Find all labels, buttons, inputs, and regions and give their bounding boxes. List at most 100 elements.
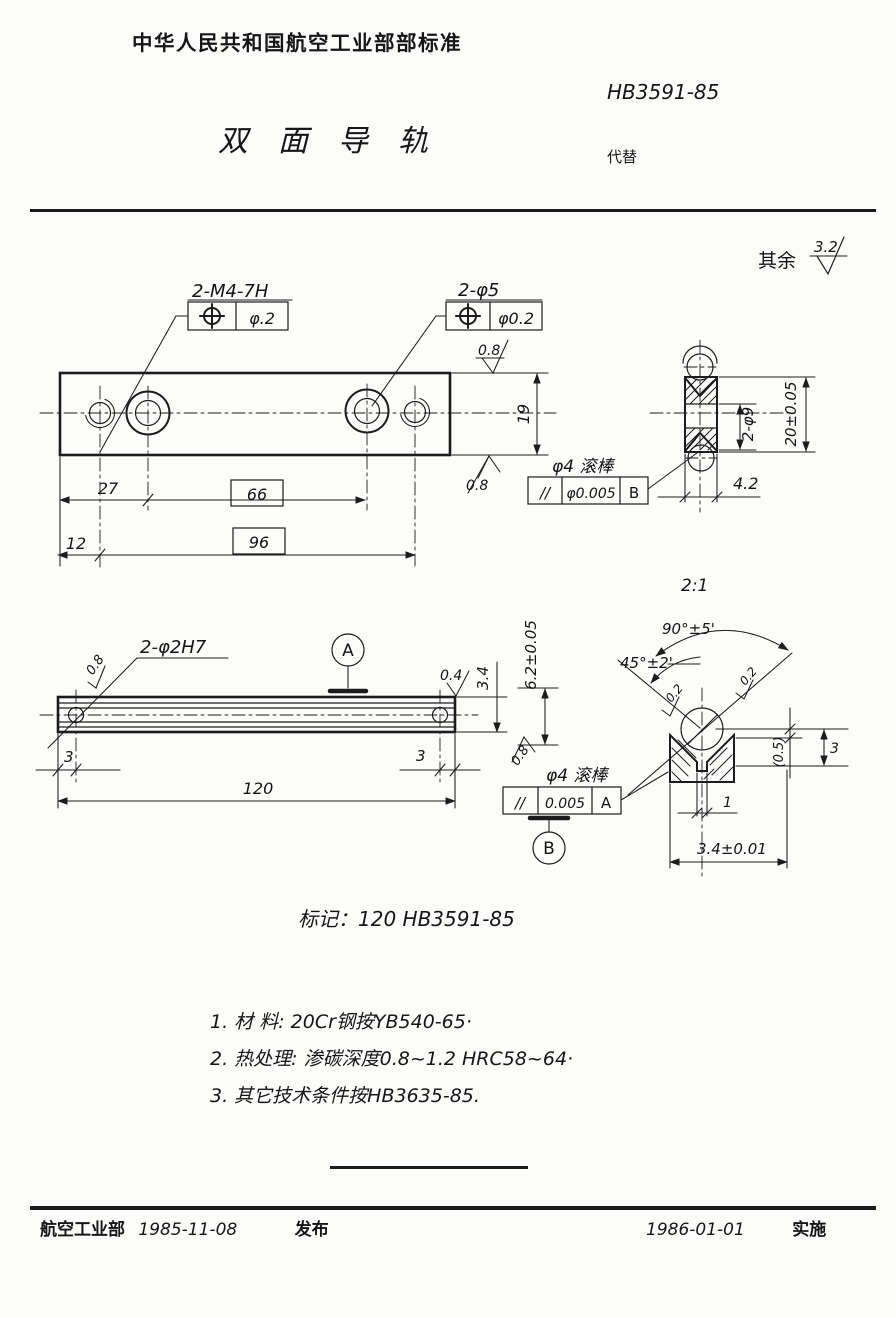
dim-depth-value: 3 <box>830 741 839 757</box>
dim-96-value: 96 <box>249 533 269 552</box>
dim-section-width: 4.2 <box>657 453 761 503</box>
datum-b-label: B <box>543 839 555 859</box>
finish-bottom-value: 0.8 <box>508 743 532 769</box>
footer-impl-label: 实施 <box>792 1220 827 1240</box>
surface-note-prefix: 其余 <box>758 250 796 272</box>
dim-row-1: 27 66 <box>59 456 366 567</box>
page-title: 双面导轨 <box>218 124 458 159</box>
dim-end-right: 3 <box>399 733 481 809</box>
footer-issue-date: 1985-11-08 <box>138 1220 238 1240</box>
dim-section-height: 20±0.05 <box>718 376 816 453</box>
standard-org-title: 中华人民共和国航空工业部部标准 <box>132 31 462 55</box>
finish-mark-top: 0.8 <box>475 339 509 375</box>
dim-counterbore-value: 2-φ9 <box>739 407 757 441</box>
position-tolerance-icon <box>199 303 225 329</box>
angle-half-value: 45°±2' <box>620 654 673 672</box>
footer-divider <box>30 1206 876 1210</box>
surface-note-value: 3.2 <box>814 238 838 256</box>
dim-thickness-value: 3.4 <box>474 666 492 690</box>
finish-right-value: 0.4 <box>440 668 462 684</box>
dim-66-value: 66 <box>247 485 267 504</box>
parallelism-icon: // <box>538 484 552 502</box>
threaded-hole-left <box>85 398 116 429</box>
datum-a-label: A <box>342 641 354 661</box>
tolerance-frame-roller-bottom: φ4 滚棒 // 0.005 A <box>502 766 669 815</box>
roller-label: φ4 滚棒 <box>546 766 609 786</box>
dim-over-rollers-value: 6.2±0.05 <box>522 620 540 690</box>
callout-thread-tol: φ.2 <box>249 309 275 328</box>
hatch-lines-top <box>685 378 717 405</box>
note-heat-treatment: 2. 热处理: 渗碳深度0.8~1.2 HRC58~64· <box>210 1048 574 1070</box>
finish-top-value: 0.8 <box>478 343 500 359</box>
callout-thread-label: 2-M4-7H <box>192 281 269 302</box>
dim-thickness: 3.4 <box>456 661 508 733</box>
dim-width-19: 19 <box>451 372 549 456</box>
plan-view: 2-M4-7H φ.2 2-φ5 <box>39 280 557 569</box>
roller-top <box>682 345 718 381</box>
tolerance-datum: A <box>601 794 612 812</box>
dim-ref-value: (0.5) <box>772 737 787 768</box>
callout-hole-tol: φ0.2 <box>498 309 534 328</box>
parallelism-icon: // <box>513 794 527 812</box>
dim-depth-3: 3 <box>820 729 839 766</box>
dim-angle-full: 90°±5' <box>655 620 789 657</box>
footer-right: 1986-01-01 实施 <box>646 1215 826 1240</box>
note-other-conditions: 3. 其它技术条件按HB3635-85. <box>210 1085 480 1107</box>
end-section-view: 2-φ9 20±0.05 4.2 φ4 滚棒 <box>527 339 816 513</box>
dim-angle-half: 45°±2' <box>620 654 701 684</box>
angle-full-value: 90°±5' <box>662 620 715 638</box>
tolerance-datum: B <box>629 484 639 502</box>
dim-27-value: 27 <box>98 479 119 498</box>
finish-mark-left: 0.8 <box>84 653 108 689</box>
dim-12-value: 12 <box>66 534 86 553</box>
callout-hole: 2-φ5 φ0.2 <box>371 280 543 407</box>
footer-left: 航空工业部 1985-11-08 发布 <box>40 1215 329 1240</box>
supersedes-label: 代替 <box>607 148 638 166</box>
footer-issue-label: 发布 <box>294 1220 329 1240</box>
standard-number: HB3591-85 <box>607 80 720 104</box>
dim-length-value: 120 <box>243 779 274 798</box>
tolerance-value: φ0.005 <box>566 486 615 502</box>
finish-flank-left-value: 0.2 <box>663 681 686 705</box>
dim-detail-width-value: 3.4±0.01 <box>697 840 767 858</box>
footer-impl-date: 1986-01-01 <box>646 1220 745 1240</box>
finish-flank-right: 0.2 <box>735 664 760 700</box>
dim-section-width-value: 4.2 <box>733 474 758 493</box>
v-block-outline <box>669 732 735 783</box>
dim-ref-05: (0.5) <box>715 707 849 779</box>
dim-end-left-value: 3 <box>64 748 74 766</box>
dim-row-2: 12 96 <box>57 527 416 562</box>
roughness-check-icon <box>809 236 848 276</box>
callout-thread: 2-M4-7H φ.2 <box>99 281 293 453</box>
dim-detail-width: 3.4±0.01 <box>669 769 788 869</box>
callout-dowel-label: 2-φ2H7 <box>140 637 207 658</box>
datum-a-flag: A <box>327 633 369 694</box>
dim-19-value: 19 <box>514 404 533 424</box>
side-view: 2-φ2H7 0.8 A 0.4 <box>35 620 669 865</box>
finish-mark-bottom: 0.8 <box>508 735 536 769</box>
roller-label: φ4 滚棒 <box>552 457 615 477</box>
tolerance-value: 0.005 <box>545 796 585 812</box>
datum-b-flag: B <box>527 815 571 865</box>
detail-scale-label: 2:1 <box>681 576 708 596</box>
dim-end-right-value: 3 <box>416 747 426 765</box>
footer-org: 航空工业部 <box>40 1220 125 1240</box>
tolerance-frame-roller-top: φ4 滚棒 // φ0.005 B <box>527 452 698 505</box>
finish-bottom-value: 0.8 <box>466 478 488 494</box>
finish-flank-left: 0.2 <box>661 681 686 717</box>
dim-slot-1: 1 <box>677 772 738 819</box>
finish-left-value: 0.8 <box>84 653 108 679</box>
hatch-lines-bottom <box>685 427 717 451</box>
notes-end-line <box>330 1166 528 1169</box>
header-divider <box>30 209 876 212</box>
marking-designation: 标记：120 HB3591-85 <box>298 907 515 931</box>
dim-counterbore: 2-φ9 <box>718 403 757 451</box>
detail-view: 2:1 90°±5' 45°±2' 0.2 0.2 <box>617 576 849 881</box>
counterbore-hole-left <box>125 390 171 436</box>
dim-slot-value: 1 <box>723 795 732 811</box>
position-tolerance-icon <box>455 303 481 329</box>
dim-section-height-value: 20±0.05 <box>782 381 800 446</box>
callout-hole-label: 2-φ5 <box>458 280 499 301</box>
